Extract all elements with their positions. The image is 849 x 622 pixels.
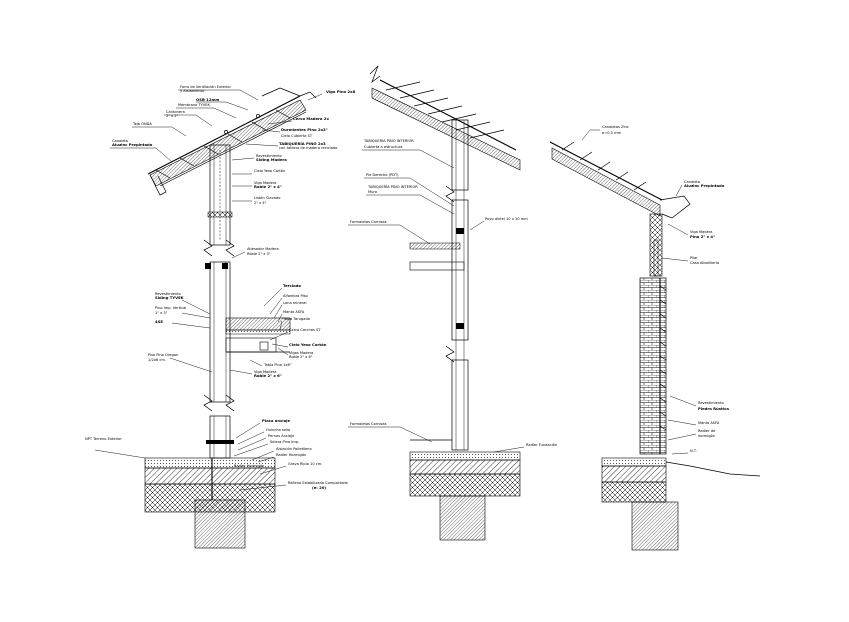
label-osb: OSB 12mm [196,97,219,102]
label-column-2: Casa Albañilería [690,261,719,265]
middle-wall [409,119,469,451]
label-gypsum-top: Cielo Yeso Cartón [254,169,285,173]
label-dpc: Aislación Polietileno [276,447,312,451]
label-compacted-2: (e: 20) [312,485,326,490]
label-joist: Tabla Pino 1x6" [263,363,292,367]
label-pine-vertical-dim: 1" x 3" [155,311,168,315]
label-gutter-r: Canaleta [684,180,700,184]
left-wall-lower [206,415,234,459]
detail-left [94,87,317,549]
right-labels: Canaletas Zinc e=0.5 mm Canaleta Aluzinc… [581,125,729,455]
label-eave-band-2: e=0.5 mm [602,131,622,135]
label-floor-r: Radier de [698,429,716,433]
label-beam-floor: Vigas Madera [289,351,313,355]
label-beam-wood: Revestimiento [256,154,282,158]
label-beam-floor-dim: Roble 2" x 6" [289,355,313,359]
label-beam-left-2: Formaletas Cornisas [350,422,387,426]
label-crossing-dim: 2" x 2" [166,114,179,118]
label-terrain: NPT Terreno Exterior [85,437,122,441]
label-bolt: Pernos Anclaje [268,434,295,438]
left-labels: Forro de Ventilación Exterior y Aislamie… [85,85,356,491]
label-fixing-plate: Placa anclaje [262,418,290,423]
label-wood-beam: Viga Madera [254,181,276,185]
label-eave-band: Canaletas Zinc [602,125,629,129]
label-dpc-r: Manta ASFA [698,421,720,425]
label-veneer-2: Piedra Rústica [698,406,729,411]
middle-foundation [409,451,521,541]
label-ventilation-eave-2: y Aislamiento [180,89,204,93]
left-roof [147,87,317,196]
label-soil-top: Radier Hormigón [234,464,264,468]
label-ceiling-covering-2: Cerco Cerchas ST [289,328,321,332]
label-stud-wall: Pie Derecho (PDT) [366,173,399,177]
label-gravel: Grava Ripio 10 cm. [288,462,322,466]
label-floor-wood: Piso Pino Oregon [148,353,178,357]
label-ceiling-board: Cielo Yeso Cartón [289,342,327,347]
label-siding: Revestimiento [155,292,181,296]
right-wall [639,213,667,455]
label-gutter: Canaleta [112,139,128,143]
label-ridge-beam: Viga Pino 2x8 [326,89,356,94]
label-partition: TABIQUERÍA PINO INTERIOR [367,184,418,189]
label-footing: Radier Fundación [526,443,557,447]
label-floor-beam: Tabla Tarugada [282,317,310,321]
label-sill-plate: Solera Pino Imp. [270,440,299,444]
right-foundation [601,457,761,551]
right-roof [549,141,691,219]
label-ref-tag: 4SE [155,319,163,324]
label-post: Viga Madera [690,230,712,234]
label-post-dim: Pino 2" x 4" [690,234,715,239]
label-pine-vertical: Pino Imp. Vertical [155,306,186,310]
label-wall-type: TABIQUERÍA PINO INTERIOR [363,138,414,143]
left-wall-upper [203,144,235,257]
label-wood-fixing-dim: 2" x 4" [254,201,267,205]
label-compacted: Relleno Estabilizado Compactado [288,481,348,485]
label-insulation: Lana mineral [283,301,307,305]
label-membrane-floor: Manta ASFA [283,310,305,314]
label-spacer-brace: Atiesador Madera [247,247,279,251]
label-membrane: Membrana TYVEK [178,103,211,107]
label-veneer: Revestimiento [698,401,724,405]
label-ceiling-frame: TABIQUERÍA PINO 2x3 [279,141,326,146]
label-beam-left: Formaletas Cornisas [350,220,387,224]
label-ceiling-covering: Cielo Cubierta ST [281,134,313,138]
label-wood-beam-low-dim: Roble 2" x 6" [254,373,282,378]
label-wood-beam-dim: Roble 2" x 4" [254,184,282,189]
middle-roof [369,65,521,171]
label-gutter-2: Aluzinc Prepintado [112,142,153,147]
label-seal-strip: Huincha sello [266,428,290,432]
label-sleepers: Durmientes Pino 2x3" [281,127,328,132]
label-partition-2: Muro [368,190,377,194]
label-wood-fixing: Listón Clavado [254,196,280,200]
label-floor-wood-dim: 1/2x6 cm. [148,358,166,362]
label-ground: N.T. [690,449,697,453]
label-floor-finish: Alfombra Piso [283,294,308,298]
label-floor-r-2: hormigón [698,434,715,438]
label-ceiling-note: con tablero de madera reciclado [279,146,337,150]
label-screed: Terciado [283,283,301,288]
detail-right [549,141,761,551]
label-gutter-r-2: Aluzinc Prepintado [684,183,725,188]
label-cover: Cerco Madera 2x [293,116,329,121]
middle-labels: TABIQUERÍA PINO INTERIOR Cubierta a estr… [348,138,557,453]
label-column: Pilar [690,256,698,260]
left-wall-middle [203,261,291,412]
label-crossing: Cantonera [166,110,185,114]
label-section-floor: Poyo dintel 10 x 10 mm [485,217,528,221]
label-ventilation-eave: Forro de Ventilación Exterior [180,85,231,89]
label-siding-2: Siding TYVEK [155,295,185,300]
label-wood-beam-low: Viga Madera [254,370,276,374]
label-beam-wood-2: Siding Madera [256,157,287,162]
detail-middle [369,65,521,541]
label-tile: Teja ONDA [132,122,152,126]
label-spacer-brace-dim: Roble 2" x 3" [247,252,271,256]
label-wall-type-2: Cubierta a estructura [364,145,402,149]
label-foam-board: Radier Hormigón [276,453,306,457]
